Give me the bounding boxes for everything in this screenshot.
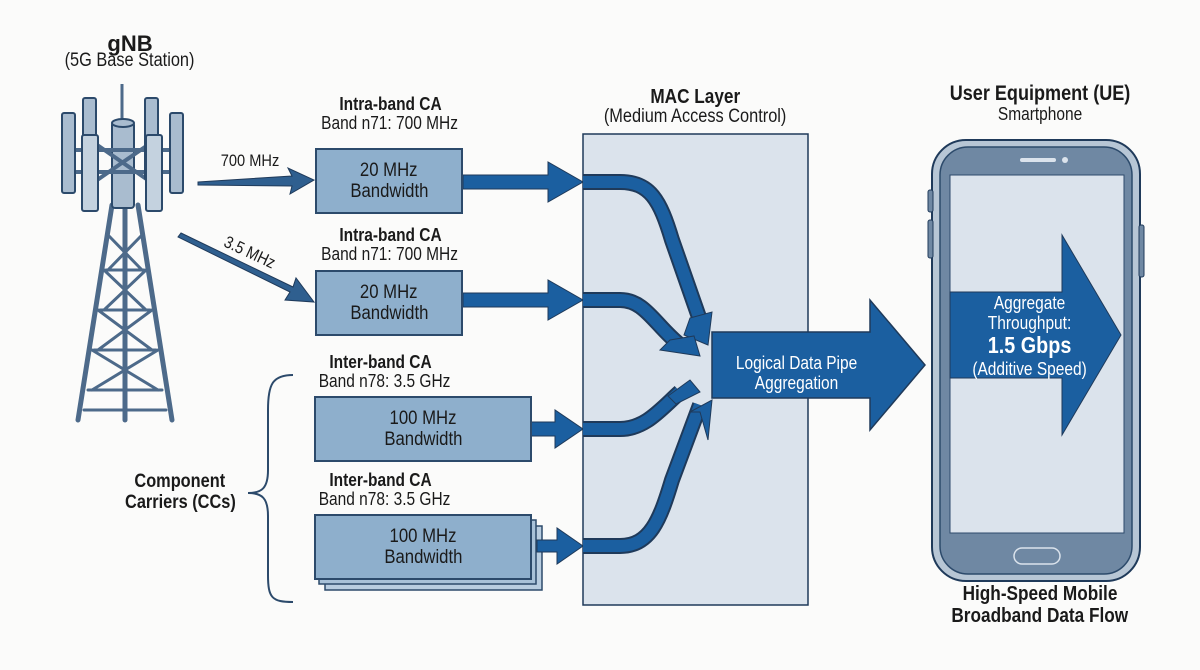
carrier-1-bw-label: Bandwidth (349, 181, 429, 202)
carrier-2-bw-label: Bandwidth (349, 303, 429, 324)
ue-subtitle: Smartphone (997, 104, 1083, 124)
throughput-line2: Throughput: (988, 313, 1072, 334)
component-carriers-brace (247, 374, 294, 603)
carrier-4-box: 100 MHz Bandwidth (314, 514, 532, 580)
throughput-line1: Aggregate (994, 293, 1066, 313)
ue-title: User Equipment (UE) (949, 82, 1131, 105)
radio-arrow-3-5mhz (177, 232, 316, 303)
throughput-value: 1.5 Gbps (988, 332, 1072, 359)
mac-merge-flows (583, 174, 713, 554)
radio-link-arrows (177, 166, 316, 303)
carrier-3-bw-label: Bandwidth (383, 429, 463, 450)
carrier-3-band: Band n78: 3.5 GHz (319, 371, 451, 391)
aggregation-label: Logical Data Pipe Aggregation (712, 353, 882, 393)
throughput-label: Aggregate Throughput: 1.5 Gbps (Additive… (955, 293, 1105, 379)
mac-subtitle: (Medium Access Control) (603, 106, 787, 127)
carrier-1-type: Intra-band CA (338, 94, 442, 114)
carrier-1-band: Band n71: 700 MHz (321, 113, 459, 133)
mac-title: MAC Layer (650, 86, 740, 108)
component-carriers-label: Component Carriers (CCs) (110, 471, 250, 514)
carrier-4-bw-label: Bandwidth (383, 547, 463, 568)
carrier-3-bw: 100 MHz (389, 407, 457, 429)
ue-footer: High-Speed Mobile Broadband Data Flow (915, 583, 1165, 628)
radio-label-700mhz: 700 MHz (220, 151, 280, 170)
cell-tower-icon (61, 84, 184, 423)
throughput-note: (Additive Speed) (972, 359, 1088, 380)
ue-footer-line2: Broadband Data Flow (951, 605, 1129, 628)
aggregation-label-line1: Logical Data Pipe (736, 353, 858, 373)
aggregation-arrow (711, 297, 926, 433)
component-carriers-label-line2: Carriers (CCs) (124, 492, 236, 514)
aggregation-label-line2: Aggregation (755, 373, 839, 394)
carrier-3-type: Inter-band CA (328, 352, 432, 372)
carrier-4-band: Band n78: 3.5 GHz (319, 489, 451, 509)
carrier-4-type: Inter-band CA (328, 470, 432, 490)
carrier-4-bw: 100 MHz (389, 525, 457, 547)
carrier-2-type: Intra-band CA (338, 225, 442, 245)
throughput-arrow (949, 233, 1122, 437)
gnb-subtitle: (5G Base Station) (65, 50, 195, 71)
component-carriers-label-line1: Component (134, 471, 226, 492)
carrier-1-bw: 20 MHz (360, 159, 418, 181)
carrier-3-box: 100 MHz Bandwidth (314, 396, 532, 462)
carrier-2-band: Band n71: 700 MHz (321, 244, 459, 264)
ue-footer-line1: High-Speed Mobile (962, 583, 1118, 605)
gnb-title: gNB (107, 31, 153, 56)
smartphone-icon (927, 139, 1145, 582)
carrier-to-mac-arrows (462, 161, 585, 565)
radio-arrow-700mhz (197, 166, 316, 196)
carrier-2-box: 20 MHz Bandwidth (315, 270, 463, 336)
carrier-1-box: 20 MHz Bandwidth (315, 148, 463, 214)
carrier-2-bw: 20 MHz (360, 281, 418, 303)
